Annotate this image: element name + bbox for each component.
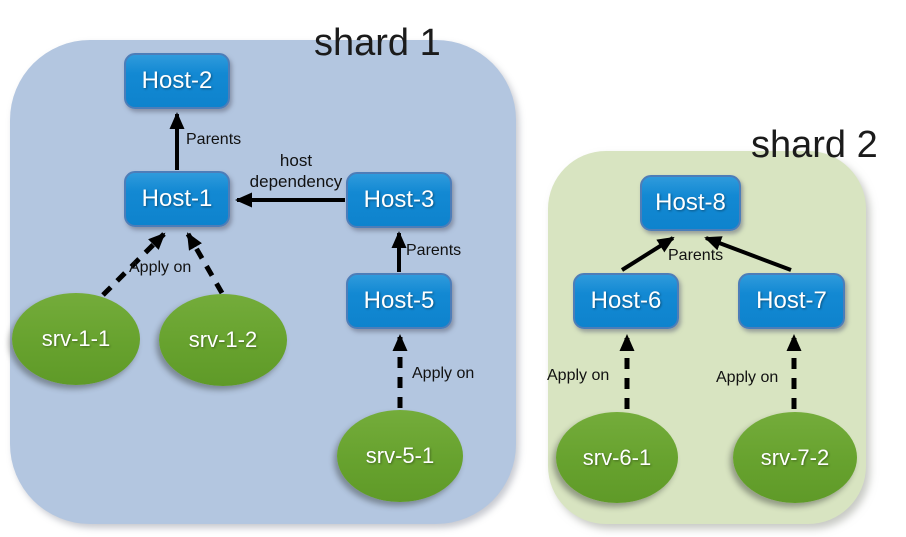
- host-node-host-2: Host-2: [124, 53, 230, 109]
- shard1-title: shard 1: [314, 22, 441, 64]
- host-node-host-3: Host-3: [346, 172, 452, 228]
- service-node-srv-7-2: srv-7-2: [733, 412, 857, 503]
- host-node-host-1: Host-1: [124, 171, 230, 227]
- service-node-srv-6-1: srv-6-1: [556, 412, 678, 503]
- edge-label-apply-on-srv6: Apply on: [547, 367, 610, 384]
- host-node-host-6: Host-6: [573, 273, 679, 329]
- host-node-host-5: Host-5: [346, 273, 452, 329]
- edge-label-apply-on-srv7: Apply on: [716, 369, 779, 386]
- edge-label-apply-on-srv1: Apply on: [129, 259, 192, 276]
- host-node-host-7: Host-7: [738, 273, 845, 329]
- service-node-srv-1-1: srv-1-1: [12, 293, 140, 385]
- edge-label-parents-shard2: Parents: [668, 247, 724, 264]
- edge-label-host-dependency-line2: dependency: [249, 172, 343, 191]
- host-node-host-8: Host-8: [640, 175, 741, 231]
- edge-label-parents-host1-host2: Parents: [186, 131, 242, 148]
- edge-label-apply-on-srv5: Apply on: [412, 365, 475, 382]
- service-node-srv-5-1: srv-5-1: [337, 410, 463, 502]
- edge-label-host-dependency-line1: host: [279, 151, 313, 170]
- edge-label-host-dependency: host dependency: [244, 150, 348, 192]
- service-node-srv-1-2: srv-1-2: [159, 294, 287, 386]
- shard2-title: shard 2: [751, 124, 878, 166]
- edge-label-parents-host5-host3: Parents: [406, 242, 462, 259]
